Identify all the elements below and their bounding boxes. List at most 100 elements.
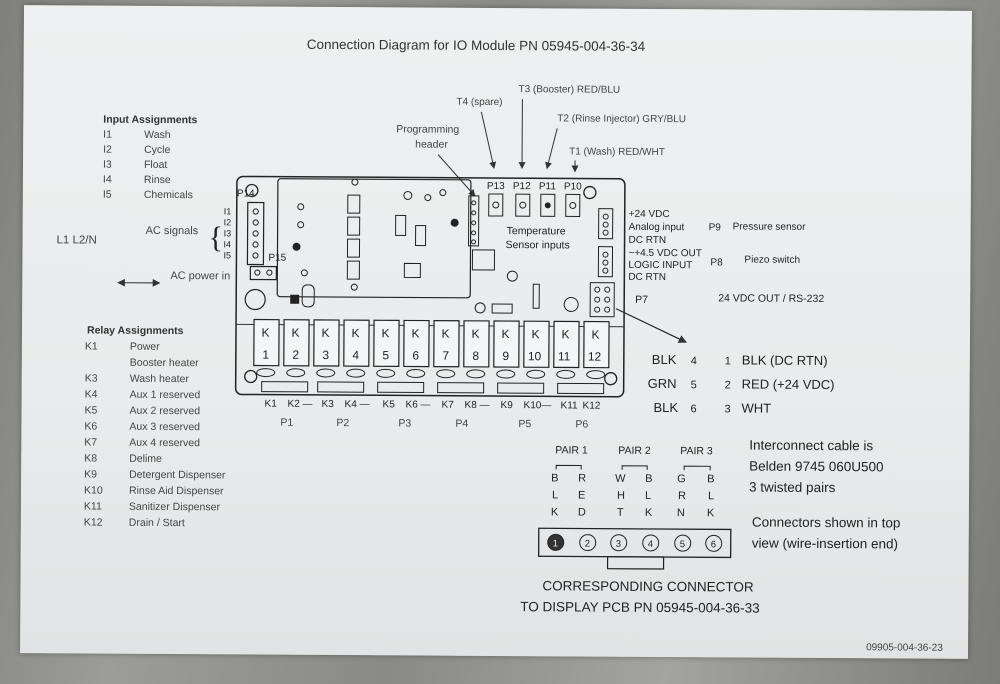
p9-connector bbox=[598, 208, 614, 240]
diode-row bbox=[256, 368, 606, 380]
connector-pin-4 bbox=[642, 534, 660, 552]
v24-label: +24 VDC bbox=[629, 209, 670, 220]
relay-letter: K bbox=[591, 328, 599, 342]
pair-header: PAIR 3 bbox=[680, 445, 713, 457]
k-label: K1 bbox=[265, 399, 278, 410]
p13-connector bbox=[488, 193, 504, 217]
relay-bank: K1 K2 K3 K4 K5 K6 K7 K8 K9 K10 K11 K12 bbox=[253, 318, 610, 369]
p-label: P3 bbox=[398, 417, 411, 429]
component bbox=[506, 270, 518, 282]
k-label: K4 — bbox=[345, 399, 370, 410]
document-number: 09905-004-36-23 bbox=[866, 642, 943, 653]
wire-letter: H bbox=[617, 490, 625, 502]
header-pin bbox=[471, 230, 477, 236]
input-id: I1 bbox=[103, 129, 112, 141]
diode bbox=[346, 368, 366, 378]
pin bbox=[602, 251, 609, 258]
t4-arrow bbox=[480, 111, 497, 169]
l1-l2n-label: L1 L2/N bbox=[57, 234, 97, 246]
terminal-block-p6 bbox=[557, 382, 605, 395]
component bbox=[415, 225, 427, 247]
relay-number: 3 bbox=[322, 348, 329, 362]
k-label: K6 — bbox=[406, 399, 431, 410]
relay-label: Wash heater bbox=[130, 373, 190, 385]
relay-number: 5 bbox=[382, 348, 389, 362]
rs232-label: 24 VDC OUT / RS-232 bbox=[718, 292, 824, 305]
diode bbox=[556, 369, 576, 379]
relay-number: 10 bbox=[528, 349, 542, 363]
relay-id: K11 bbox=[84, 500, 102, 512]
p-label: P4 bbox=[455, 418, 468, 430]
relay-id: K9 bbox=[84, 468, 97, 480]
mounting-hole bbox=[245, 183, 259, 198]
wire-letter: E bbox=[578, 490, 585, 502]
pinout-left: GRN bbox=[648, 376, 677, 391]
pin bbox=[519, 201, 527, 209]
pin bbox=[252, 252, 259, 259]
io-module-board: P13 P12 P11 P10 Temperature Sensor input… bbox=[223, 175, 626, 398]
temp-sensor-label: Sensor inputs bbox=[505, 239, 569, 251]
pin bbox=[602, 221, 609, 228]
component bbox=[347, 216, 361, 236]
relay-body bbox=[373, 319, 400, 368]
relay-k1: K1 bbox=[253, 318, 280, 367]
component bbox=[403, 262, 421, 279]
component bbox=[346, 238, 361, 258]
component bbox=[395, 214, 407, 236]
via bbox=[300, 269, 308, 277]
relay-label: Aux 2 reserved bbox=[129, 405, 200, 417]
pair-header: PAIR 2 bbox=[618, 445, 651, 457]
relay-assignments-heading: Relay Assignments bbox=[87, 325, 184, 338]
component bbox=[290, 294, 300, 304]
programming-header-label: Programming bbox=[396, 123, 459, 135]
relay-letter: K bbox=[441, 327, 449, 341]
diode bbox=[376, 368, 396, 378]
input-assignments-list: I1 Wash I2 Cycle I3 Float I4 Rinse I5 Ch… bbox=[103, 129, 193, 202]
component bbox=[532, 283, 540, 309]
relay-id: K3 bbox=[85, 372, 98, 384]
relay-letter: K bbox=[261, 326, 269, 340]
pin-number: 3 bbox=[616, 539, 621, 550]
v45-label: ~+4.5 VDC OUT bbox=[628, 248, 701, 259]
via bbox=[403, 190, 413, 200]
pin bbox=[602, 213, 609, 220]
k-label: K3 bbox=[322, 399, 335, 410]
relay-number: 11 bbox=[558, 349, 571, 363]
relay-number: 1 bbox=[262, 348, 269, 362]
relay-body bbox=[343, 319, 370, 367]
connector-pin-5 bbox=[674, 534, 692, 552]
component bbox=[563, 296, 579, 312]
header-label-p10: P10 bbox=[564, 181, 582, 192]
k-label: K5 bbox=[383, 399, 396, 410]
wire-letter: D bbox=[578, 507, 586, 519]
relay-letter: K bbox=[351, 326, 359, 340]
via bbox=[351, 178, 359, 186]
connector-pin-2 bbox=[579, 534, 597, 552]
p7-connector bbox=[589, 282, 615, 318]
t2-label: T2 (Rinse Injector) GRY/BLU bbox=[557, 113, 686, 125]
p-terminal-labels: P1 P2 P3 P4 P5 P6 bbox=[280, 417, 588, 431]
mounting-hole bbox=[244, 369, 258, 384]
pin bbox=[594, 306, 601, 313]
ic-chip bbox=[471, 249, 496, 271]
mounting-hole bbox=[604, 372, 618, 386]
diode bbox=[586, 370, 606, 380]
component bbox=[347, 194, 361, 214]
input-id: I2 bbox=[103, 144, 112, 156]
relay-letter: K bbox=[291, 326, 299, 340]
pair-bracket bbox=[683, 465, 711, 471]
wire-letter: L bbox=[708, 490, 714, 502]
via bbox=[450, 218, 459, 227]
relay-id: K10 bbox=[84, 484, 103, 496]
relay-body bbox=[433, 320, 460, 368]
relay-body bbox=[283, 319, 310, 367]
p7-pinout-arrow bbox=[615, 308, 688, 343]
input-assignments-heading: Input Assignments bbox=[103, 114, 197, 127]
piezo-switch-label: Piezo switch bbox=[744, 255, 800, 266]
board-outline bbox=[234, 175, 626, 398]
relay-k11: K11 bbox=[553, 320, 580, 369]
diagram-title: Connection Diagram for IO Module PN 0594… bbox=[307, 37, 646, 54]
relay-id: K6 bbox=[84, 420, 97, 432]
pin-number: 4 bbox=[648, 539, 653, 550]
wire-letter: N bbox=[677, 507, 685, 519]
